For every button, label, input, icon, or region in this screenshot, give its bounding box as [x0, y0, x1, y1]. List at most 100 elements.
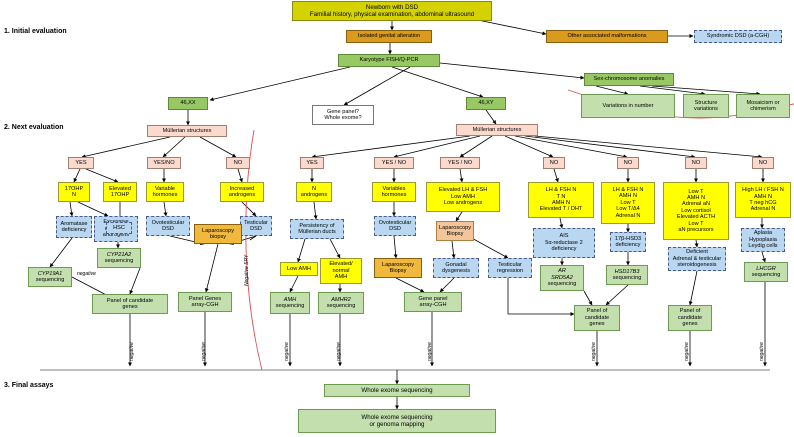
xy-yesno1-node: YES / NO: [374, 157, 414, 169]
edge-35: [77, 201, 109, 217]
edge-70: [688, 270, 698, 306]
negative-label-4: negative: [336, 342, 342, 361]
edge-9: [391, 66, 484, 98]
separator-line: [298, 92, 310, 130]
karyotype-46xx-node: 46,XX: [168, 97, 208, 110]
edge-26: [237, 168, 243, 183]
edge-59: [129, 267, 141, 295]
laparoscopy-biopsy-xx-node: Laparoscopy biopsy: [194, 224, 242, 244]
karyotype-46xy-node: 46,XY: [466, 97, 506, 110]
isolated-genital-node: Isolated genital alteration: [346, 30, 432, 43]
ovotesticular-xx-node: Ovotesticular DSD: [146, 216, 190, 236]
17ohp-normal-node: 17OHP N: [58, 182, 90, 202]
edge-13: [81, 136, 171, 159]
negative-label-5: negative: [427, 342, 433, 361]
negative-label-3: negative: [284, 342, 290, 361]
negative-sry-label: Negative SRY: [244, 254, 250, 286]
elevated-normal-amh-node: Elevated/ normal AMH: [320, 258, 362, 284]
edge-15: [199, 136, 237, 158]
gene-panel-question-node: Gene panel? Whole exome?: [312, 105, 374, 125]
mosaicism-node: Mosaicism or chimerism: [736, 94, 790, 118]
aromatase-deficiency-node: Aromatase deficiency: [56, 216, 92, 238]
edge-41: [455, 211, 463, 222]
edge-23: [73, 168, 81, 183]
negative-label-2: negative: [201, 342, 207, 361]
edge-29: [459, 168, 464, 183]
lh-fsh-low-t-node: LH & FSH N AMH N Low T Low T/Δ4 Adrenal …: [601, 182, 655, 224]
mullerian-xy-node: Müllerian structures: [456, 124, 538, 136]
edge-34: [69, 201, 74, 217]
increased-androgens-node: Increased androgens: [220, 182, 264, 202]
edge-8: [209, 66, 351, 102]
deficient-steroidogenesis-node: Deficient Adrenal & testicular steroidog…: [668, 247, 726, 271]
edge-44: [694, 239, 699, 248]
newborn-dsd-node: Newborn with DSD Familial history, physi…: [292, 1, 492, 21]
panel-genes-acgh-node: Panel Genes array-CGH: [178, 292, 232, 312]
high-lh-node: High LH / FSH N AMH N T neg hCG Adrenal …: [735, 182, 791, 218]
edge-17: [393, 135, 481, 159]
variable-hormones-xy-node: Variables hormones: [372, 182, 416, 202]
xx-no-node: NO: [226, 157, 250, 169]
edge-53: [451, 240, 456, 259]
lh-fsh-normal-dht-node: LH & FSH N T N AMH N Elevated T / DHT: [528, 182, 594, 218]
hsc-node: HSC: [106, 222, 132, 234]
variations-number-node: Variations in number: [581, 94, 675, 118]
edge-64: [395, 277, 425, 293]
elevated-17ohp-node: Elevated 17OHP: [103, 182, 137, 202]
gonadal-dysgenesis-node: Gonadal dysgenesis: [433, 258, 479, 278]
edge-68: [583, 290, 593, 306]
edge-65: [439, 277, 455, 293]
edge-51: [329, 238, 341, 259]
edge-57: [761, 251, 766, 263]
variable-hormones-xx-node: Variable hormones: [146, 182, 184, 202]
edge-10: [343, 66, 411, 106]
panel-candidate-genes-xy2-node: Panel of candidate genes: [668, 305, 712, 331]
edge-69: [605, 284, 629, 306]
negative-label-7: negative: [684, 342, 690, 361]
section-initial-evaluation: 1. Initial evaluation: [4, 28, 67, 35]
section-final-assays: 3. Final assays: [4, 382, 54, 389]
xy-no3-node: NO: [685, 157, 707, 169]
edge-60: [204, 243, 219, 293]
edge-12: [485, 109, 497, 125]
sex-chromosome-node: Sex-chromosome anomalies: [584, 73, 674, 86]
mullerian-xx-node: Müllerian structures: [147, 125, 227, 137]
xy-no4-node: NO: [752, 157, 774, 169]
xy-no1-node: NO: [543, 157, 565, 169]
edge-62: [289, 275, 299, 293]
edge-5: [595, 85, 629, 96]
structure-variations-node: Structure variations: [683, 94, 729, 118]
edge-50: [297, 238, 306, 263]
persistency-mullerian-node: Persistency of Müllerian ducts: [290, 219, 344, 239]
xy-yes-node: YES: [300, 157, 324, 169]
aplasia-leydig-node: Aplasia Hypoplasia Leydig cells: [741, 228, 785, 252]
other-malformations-node: Other associated malformations: [546, 30, 668, 43]
negative-label-cyp19: negative: [77, 271, 96, 277]
whole-exome-node: Whole exome sequencing: [324, 384, 470, 397]
edge-4: [439, 62, 585, 80]
karyotype-node: Karyotype FISH/Q-PCR: [338, 54, 440, 67]
edge-14: [162, 136, 186, 158]
edge-24: [85, 168, 119, 183]
edge-38: [241, 201, 257, 217]
edge-39: [313, 201, 318, 220]
edge-7: [651, 85, 761, 96]
normal-androgens-node: N androgens: [296, 182, 332, 202]
laparoscopy-biopsy-upper-node: Laparoscopy Biopsy: [436, 221, 474, 241]
edge-21: [524, 135, 696, 159]
negative-label-1: negative: [129, 342, 135, 361]
syndromic-dsd-node: Syndromic DSD (a-CGH): [694, 30, 782, 43]
low-amh-node: Low AMH: [280, 262, 318, 276]
edge-37: [163, 201, 168, 217]
edge-18: [459, 135, 493, 158]
edge-30: [553, 168, 559, 183]
edge-22: [534, 135, 763, 159]
low-t-adrenal-node: Low T AMH N Adrenal aN Low cortisol Elev…: [663, 182, 729, 240]
xx-yesno-node: YES/NO: [147, 157, 181, 169]
